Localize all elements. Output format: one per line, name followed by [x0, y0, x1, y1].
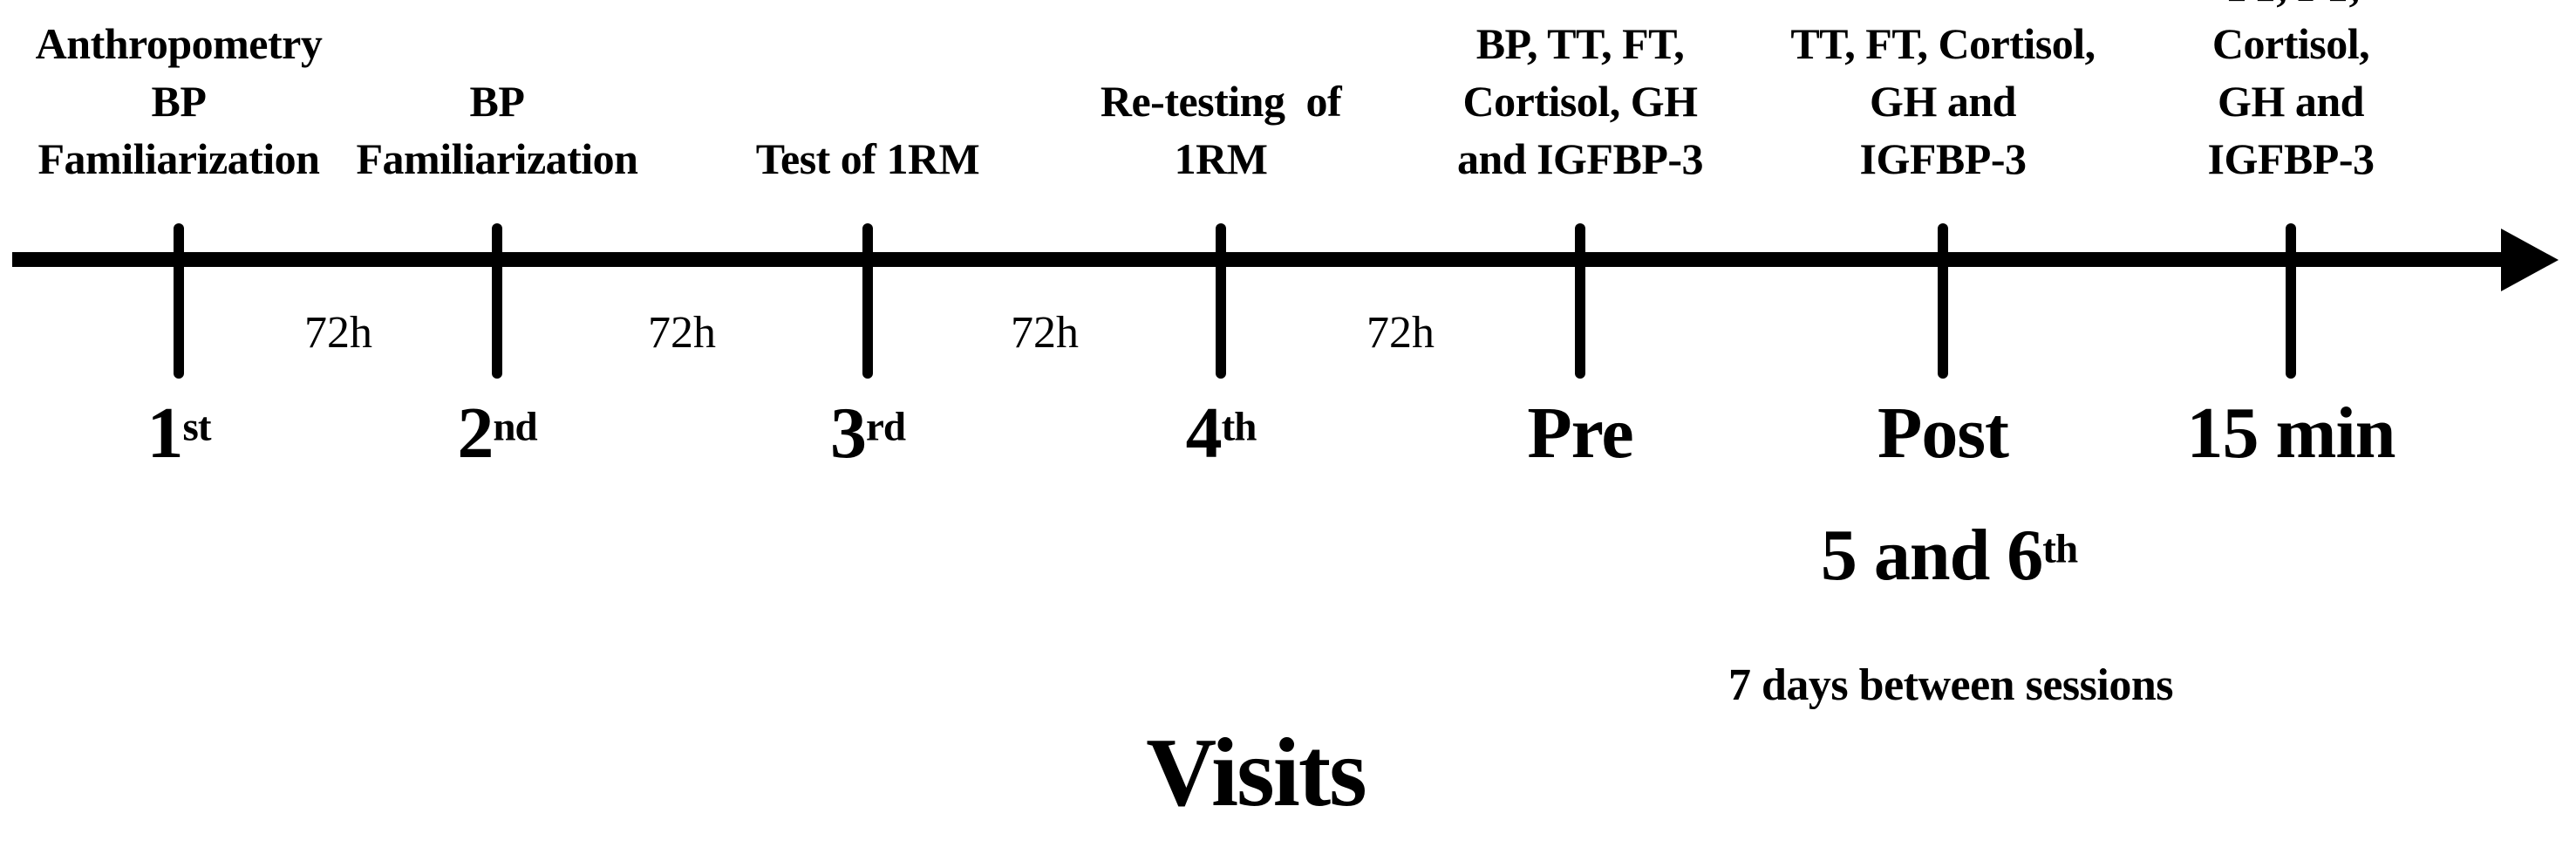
- visit-label-text: 4: [1185, 393, 1223, 474]
- visit-label-6: Post: [1877, 391, 2009, 475]
- visit-label-ordinal-suffix: th: [1221, 404, 1257, 450]
- tick-top-label-5: BP, TT, FT, Cortisol, GH and IGFBP-3: [1456, 19, 1704, 183]
- visit-label-text: 15 min: [2186, 393, 2395, 474]
- between-sessions-note: 7 days between sessions: [1728, 660, 2174, 710]
- interval-label-1: 72h: [304, 308, 372, 358]
- visit-label-ordinal-suffix: nd: [493, 404, 537, 450]
- tick-top-label-2: BP Familiarization: [356, 77, 639, 183]
- visit-label-1: 1st: [147, 391, 212, 475]
- axis-title: Visits: [1146, 719, 1366, 827]
- visit-label-4: 4th: [1186, 391, 1257, 475]
- visit-label-7: 15 min: [2186, 391, 2395, 475]
- tick-top-label-1: Anthropometry BP Familiarization: [35, 19, 323, 183]
- sessions-label-text: 5 and 6: [1820, 515, 2043, 596]
- sessions-label-ordinal-suffix: th: [2042, 526, 2078, 572]
- tick-mark-1: [174, 223, 184, 379]
- tick-top-label-7: TT, FT, Cortisol, GH and IGFBP-3: [2207, 0, 2375, 183]
- visit-label-text: 2: [457, 393, 494, 474]
- tick-mark-2: [492, 223, 502, 379]
- visit-label-text: 3: [829, 393, 867, 474]
- sessions-label: 5 and 6th: [1820, 513, 2078, 598]
- tick-top-label-6: TT, FT, Cortisol, GH and IGFBP-3: [1790, 19, 2096, 183]
- visit-label-text: Post: [1877, 393, 2009, 474]
- tick-top-label-4: Re-testing of 1RM: [1100, 77, 1342, 183]
- timeline-axis: [12, 252, 2508, 267]
- interval-label-4: 72h: [1366, 308, 1435, 358]
- tick-top-label-3: Test of 1RM: [755, 134, 980, 183]
- visit-label-text: 1: [147, 393, 184, 474]
- tick-mark-5: [1575, 223, 1585, 379]
- visit-label-3: 3rd: [829, 391, 906, 475]
- tick-mark-6: [1938, 223, 1948, 379]
- visit-label-5: Pre: [1527, 391, 1633, 475]
- interval-label-2: 72h: [648, 308, 716, 358]
- tick-mark-3: [862, 223, 873, 379]
- visit-label-ordinal-suffix: rd: [865, 404, 906, 450]
- timeline-arrowhead-icon: [2501, 229, 2559, 291]
- interval-label-3: 72h: [1011, 308, 1079, 358]
- visit-label-text: Pre: [1527, 393, 1633, 474]
- visit-label-2: 2nd: [457, 391, 537, 475]
- tick-mark-7: [2286, 223, 2296, 379]
- visit-label-ordinal-suffix: st: [182, 404, 212, 450]
- tick-mark-4: [1216, 223, 1226, 379]
